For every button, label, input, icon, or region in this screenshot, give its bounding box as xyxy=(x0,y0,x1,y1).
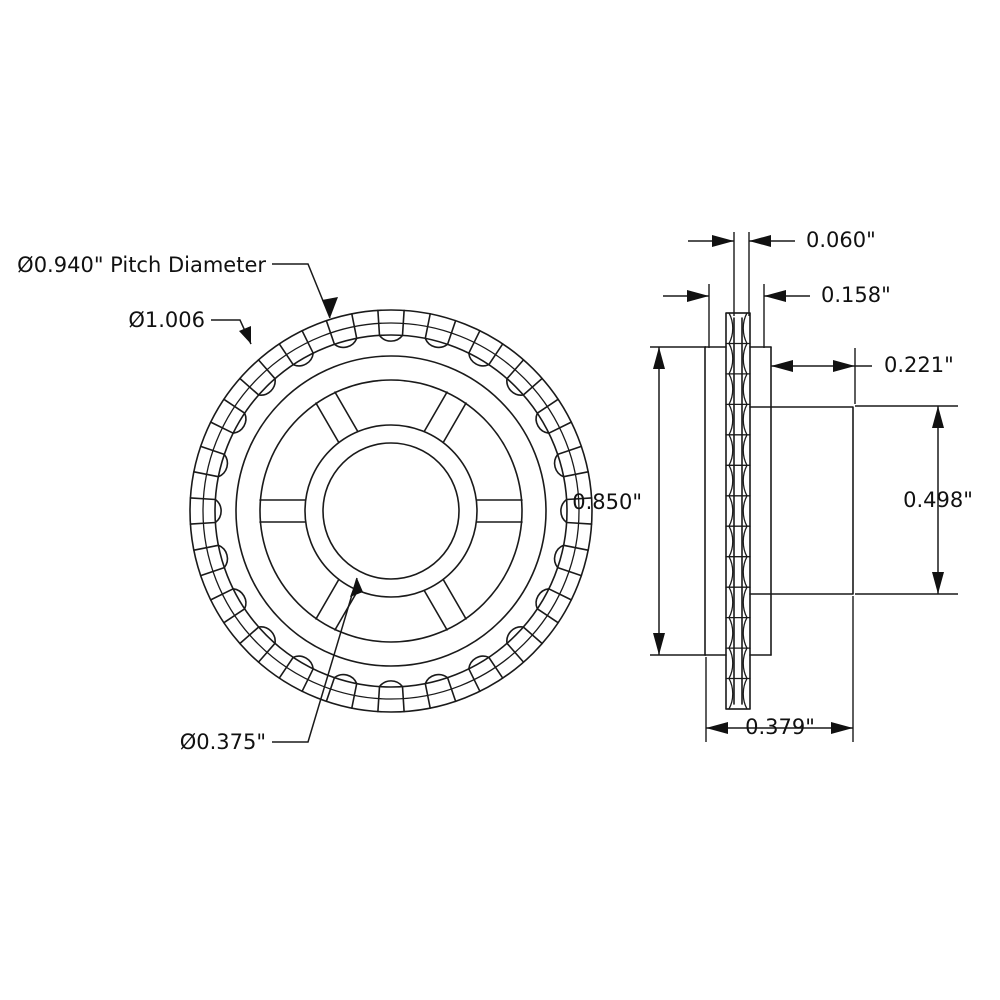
tooth-section-curve xyxy=(742,616,748,649)
callout-bore-diameter: Ø0.375" xyxy=(180,577,363,754)
tooth-pocket xyxy=(468,329,504,367)
tooth-section-curve xyxy=(728,464,734,497)
tooth-pocket xyxy=(560,497,593,525)
hub-boss-outline xyxy=(749,406,854,595)
bore-diameter-label: Ø0.375" xyxy=(180,730,266,754)
pitch-circle xyxy=(202,322,580,700)
spoke-edge xyxy=(334,391,359,432)
tooth-section-curve xyxy=(728,556,734,588)
hub-outer-circle xyxy=(304,424,478,598)
tooth-pocket xyxy=(553,544,589,577)
tooth-pocket xyxy=(535,588,573,624)
tooth-pocket xyxy=(278,655,314,693)
spoke-edge xyxy=(423,391,448,432)
dimension-overall-diameter: 0.850" xyxy=(572,346,706,656)
tooth-pocket xyxy=(189,497,222,525)
tooth-section-curve xyxy=(742,647,748,680)
flange-thickness-label: 0.158" xyxy=(821,283,891,307)
tooth-section-curve xyxy=(728,647,734,680)
web-thickness-label: 0.060" xyxy=(806,228,876,252)
spoke-edge xyxy=(334,590,359,631)
tooth-section-curve xyxy=(728,677,734,710)
dimension-hub-diameter: 0.498" xyxy=(855,405,973,595)
dimension-flange-thickness: 0.158" xyxy=(663,283,891,348)
tooth-pocket xyxy=(506,359,543,396)
outside-diameter-circle xyxy=(189,309,593,713)
tooth-pocket xyxy=(193,544,229,577)
web-outer-circle xyxy=(259,379,523,643)
tooth-section-curve xyxy=(742,312,748,345)
tooth-profile-group xyxy=(189,309,593,713)
tooth-section-curve xyxy=(728,586,734,619)
side-section-view xyxy=(704,312,854,710)
tooth-pocket xyxy=(193,445,229,478)
spoke-edge xyxy=(315,402,340,443)
spoke-edge xyxy=(423,590,448,631)
tooth-pocket xyxy=(325,673,358,709)
tooth-section-curve xyxy=(728,495,734,527)
spoke-group xyxy=(259,391,523,631)
tooth-pocket xyxy=(535,398,573,434)
tooth-pocket xyxy=(553,445,589,478)
tooth-section-curve xyxy=(728,434,734,466)
outside-diameter-label: Ø1.006 xyxy=(128,308,205,332)
tooth-section-curve xyxy=(742,342,748,375)
tooth-pocket xyxy=(377,309,405,342)
tooth-pocket xyxy=(506,626,543,663)
center-bore xyxy=(322,442,460,580)
tooth-pocket xyxy=(424,313,457,349)
tooth-section-curve xyxy=(728,373,734,406)
tooth-pocket xyxy=(239,626,276,663)
overall-diameter-label: 0.850" xyxy=(572,490,642,514)
pitch-diameter-label: Ø0.940" Pitch Diameter xyxy=(17,253,266,277)
tooth-section-curve xyxy=(728,403,734,436)
tooth-pocket xyxy=(468,655,504,693)
tooth-section-curve xyxy=(742,434,748,466)
tooth-section-curve xyxy=(742,525,748,558)
overall-width-label: 0.379" xyxy=(745,715,815,739)
hub-diameter-label: 0.498" xyxy=(903,488,973,512)
tooth-section-curve xyxy=(728,312,734,345)
tooth-section-curve xyxy=(742,373,748,406)
tooth-pocket xyxy=(424,673,457,709)
tooth-section-curve xyxy=(742,677,748,710)
tooth-section-curve xyxy=(728,525,734,558)
front-view xyxy=(189,309,593,713)
tooth-section-curve xyxy=(728,342,734,375)
tooth-section-curve xyxy=(742,464,748,497)
tooth-section-group xyxy=(725,312,751,710)
spoke-edge xyxy=(315,579,340,620)
tooth-pocket xyxy=(377,680,405,713)
callout-pitch-diameter: Ø0.940" Pitch Diameter xyxy=(17,253,338,319)
tooth-section-curve xyxy=(742,556,748,588)
hub-projection-label: 0.221" xyxy=(884,353,954,377)
tooth-pocket xyxy=(209,398,247,434)
root-circle xyxy=(214,334,568,688)
spoke-edge xyxy=(442,579,467,620)
dimension-overall-width: 0.379" xyxy=(705,596,854,742)
dimension-hub-projection: 0.221" xyxy=(771,348,954,404)
callout-outside-diameter: Ø1.006 xyxy=(128,308,252,345)
tooth-section-curve xyxy=(728,616,734,649)
tooth-section-curve xyxy=(742,403,748,436)
tooth-pocket xyxy=(325,313,358,349)
rim-inner-circle xyxy=(235,355,547,667)
dimension-web-thickness: 0.060" xyxy=(688,228,876,316)
tooth-pocket xyxy=(209,588,247,624)
tooth-pocket xyxy=(239,359,276,396)
spoke-edge xyxy=(442,402,467,443)
tooth-section-curve xyxy=(742,495,748,527)
tooth-pocket xyxy=(278,329,314,367)
tooth-section-curve xyxy=(742,586,748,619)
